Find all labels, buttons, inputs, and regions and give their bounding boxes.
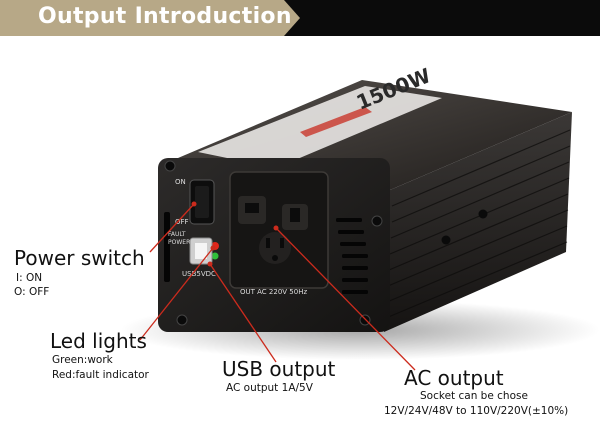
usb-output-spec: AC output 1A/5V [226,382,313,394]
svg-text:OUT AC 220V 50Hz: OUT AC 220V 50Hz [240,288,307,296]
front-vents-right [336,218,368,294]
led-leader [139,247,214,341]
power-switch-off: O: OFF [14,286,50,298]
led-lights-title: Led lights [50,329,147,353]
power-switch-title: Power switch [14,246,145,270]
ac-leader [275,227,416,371]
svg-text:USB5VDC: USB5VDC [182,270,216,278]
svg-text:OFF: OFF [175,218,189,226]
inverter-side-face [384,112,572,332]
header-bar: Output Introduction [0,0,600,36]
power-switch-leader [149,203,195,253]
ac-output-socket: Socket can be chose [420,390,528,402]
front-vents-left [164,212,170,282]
led-green: Green:work [52,354,113,366]
power-led [211,252,219,260]
page-title: Output Introduction [38,4,292,29]
inverter-illustration: 1500W [0,36,600,440]
header-tab [0,0,300,36]
ac-output-title: AC output [404,366,504,390]
usb-leader [209,263,277,363]
power-switch-on: I: ON [16,272,43,284]
led-red: Red:fault indicator [52,369,149,381]
svg-text:ON: ON [175,178,186,186]
svg-text:POWER: POWER [168,239,190,246]
ac-outlet-panel [229,171,329,289]
leader-lines [139,203,416,371]
usb-output-title: USB output [222,357,336,381]
svg-text:FAULT: FAULT [168,231,186,238]
ac-output-voltage: 12V/24V/48V to 110V/220V(±10%) [384,405,569,417]
